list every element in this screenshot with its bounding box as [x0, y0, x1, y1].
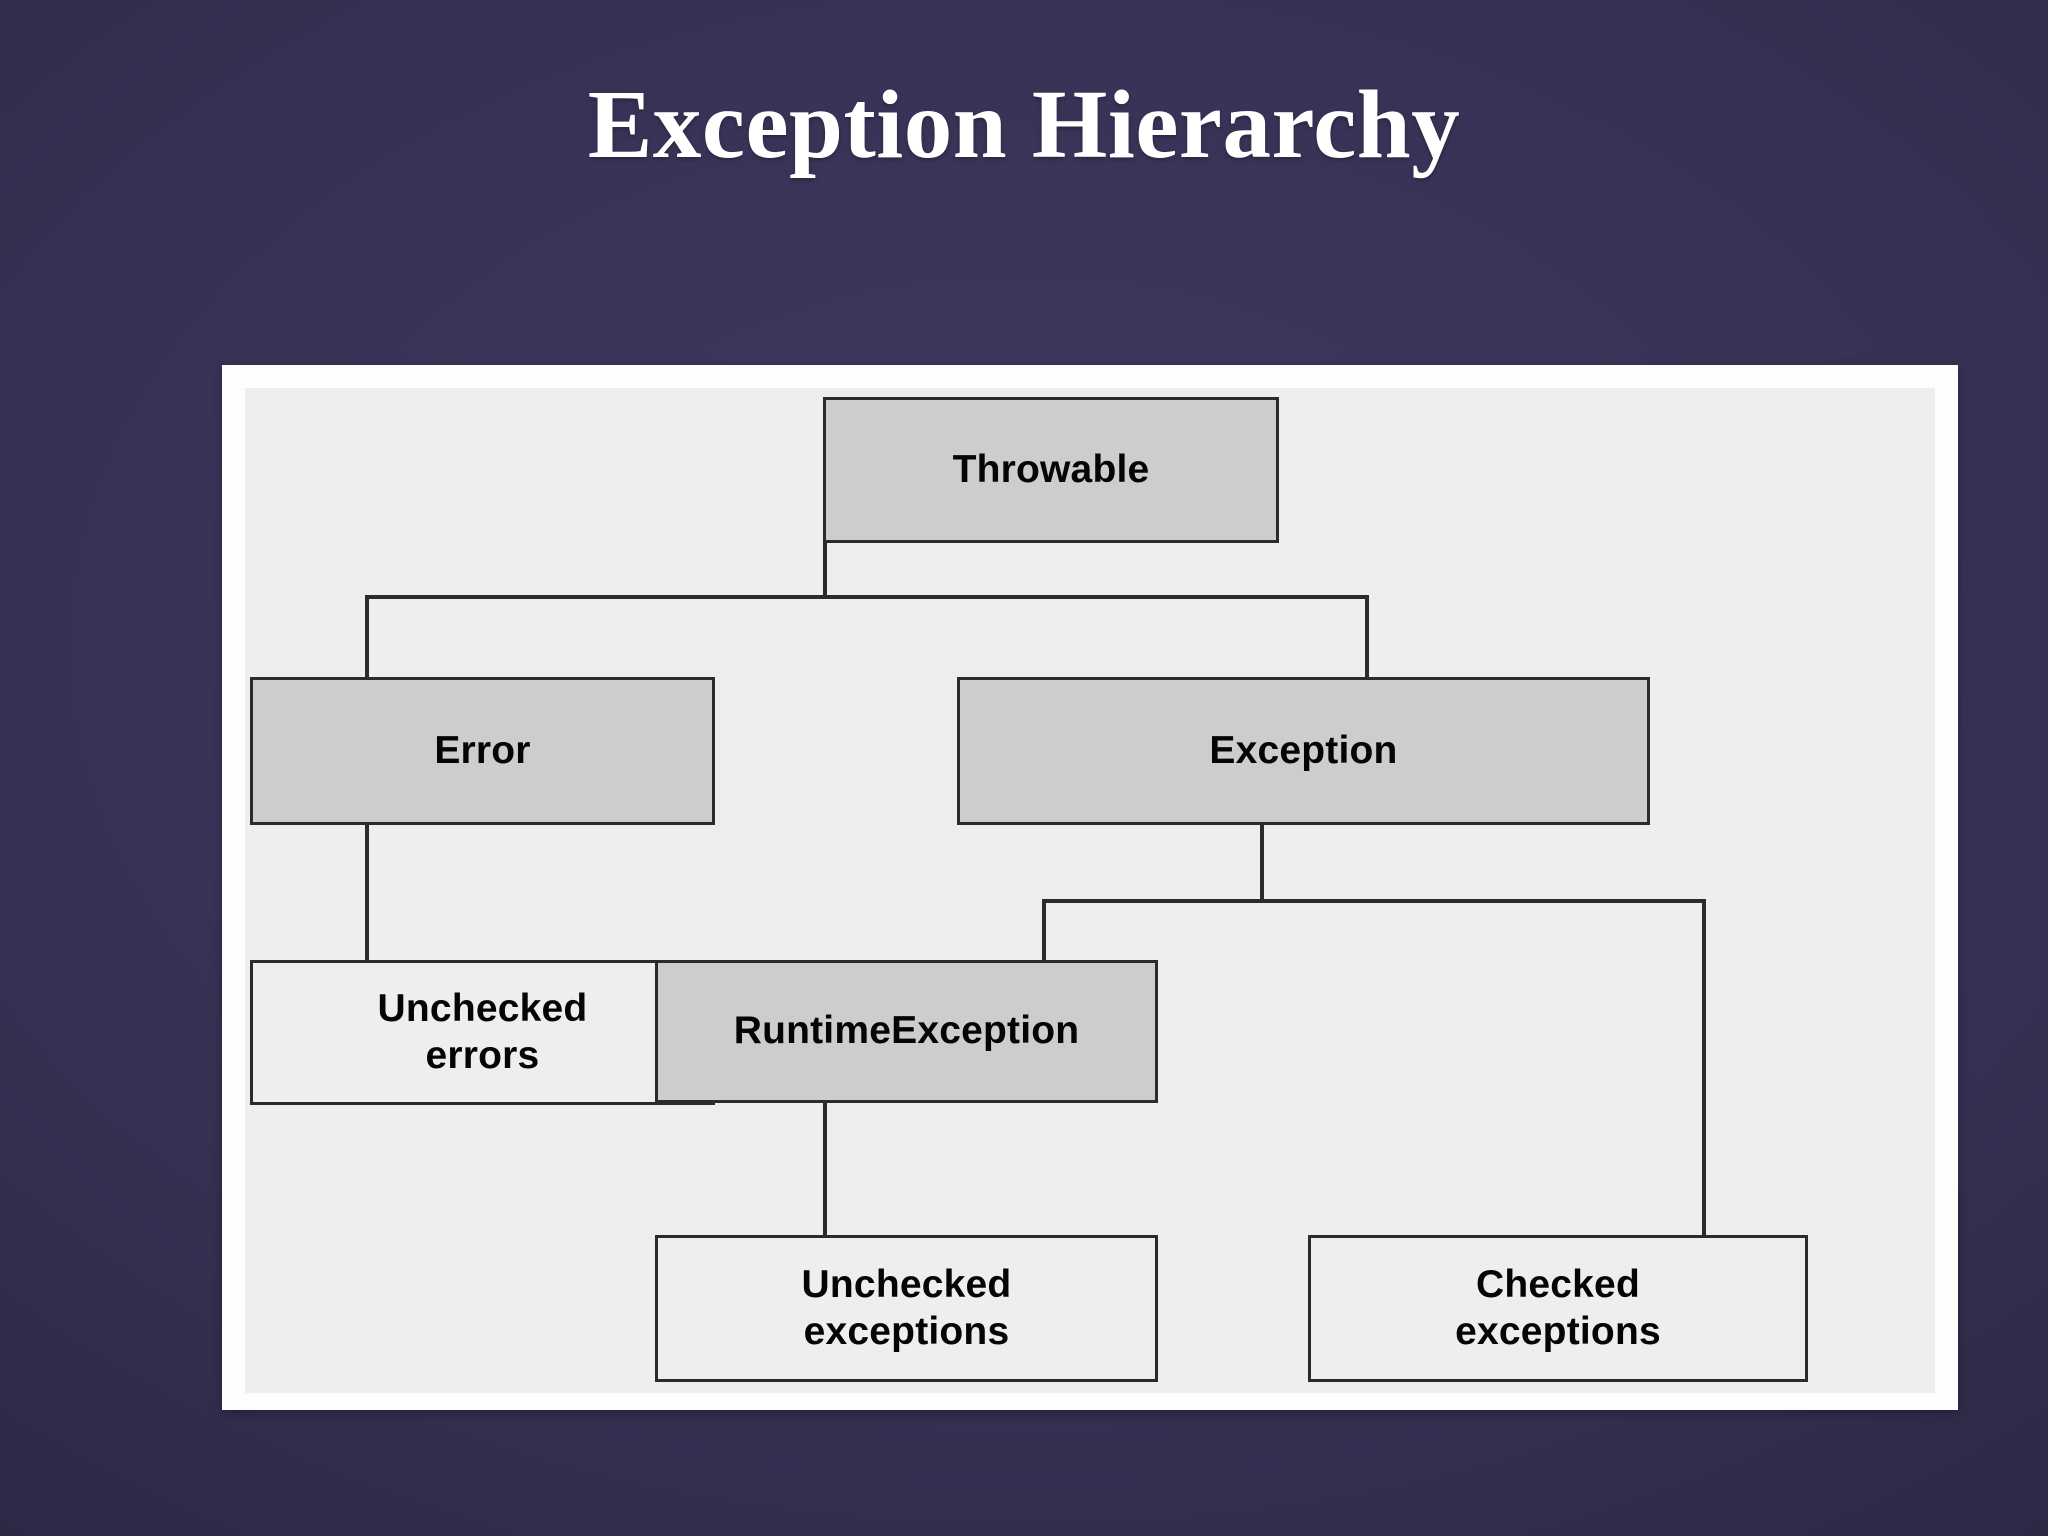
edge-bus-to-checked — [1702, 899, 1706, 1235]
node-runtime-exception[interactable]: RuntimeException — [655, 960, 1158, 1103]
edge-bus-to-exception — [1365, 595, 1369, 677]
node-exception-label: Exception — [1209, 728, 1398, 772]
node-error[interactable]: Error — [250, 677, 715, 825]
edge-runtime-to-unchecked-exceptions — [823, 1103, 827, 1235]
node-unchecked-errors[interactable]: Unchecked errors — [250, 960, 715, 1105]
edge-throwable-stem — [823, 543, 827, 598]
node-unchecked-exceptions-line1: Unchecked — [801, 1263, 1012, 1307]
node-checked-exceptions-label: Checked exceptions — [1447, 1262, 1669, 1354]
diagram-panel: Throwable Error Exception Unchecked erro… — [222, 365, 1958, 1410]
edge-bus-to-error — [365, 595, 369, 677]
page-title: Exception Hierarchy — [587, 71, 1461, 178]
edge-exception-stem — [1260, 825, 1264, 902]
node-unchecked-errors-line1: Unchecked — [377, 987, 588, 1031]
node-checked-exceptions-line2: exceptions — [1455, 1309, 1661, 1353]
node-runtime-exception-label: RuntimeException — [733, 1009, 1080, 1053]
node-exception[interactable]: Exception — [957, 677, 1650, 825]
node-checked-exceptions[interactable]: Checked exceptions — [1308, 1235, 1808, 1382]
edge-bus-to-runtime — [1042, 899, 1046, 960]
node-throwable-label: Throwable — [952, 447, 1150, 491]
node-unchecked-exceptions-line2: exceptions — [803, 1309, 1010, 1353]
node-checked-exceptions-line1: Checked — [1476, 1263, 1640, 1307]
edge-error-to-unchecked-errors — [365, 825, 369, 960]
node-unchecked-exceptions-label: Unchecked exceptions — [794, 1262, 1020, 1354]
diagram-canvas: Throwable Error Exception Unchecked erro… — [245, 388, 1935, 1393]
node-unchecked-exceptions[interactable]: Unchecked exceptions — [655, 1235, 1158, 1382]
node-unchecked-errors-line2: errors — [425, 1033, 540, 1077]
node-unchecked-errors-label: Unchecked errors — [370, 986, 596, 1078]
edge-exception-bus — [1042, 899, 1706, 903]
node-throwable[interactable]: Throwable — [823, 397, 1279, 543]
node-error-label: Error — [434, 728, 531, 772]
edge-throwable-bus — [365, 595, 1369, 599]
